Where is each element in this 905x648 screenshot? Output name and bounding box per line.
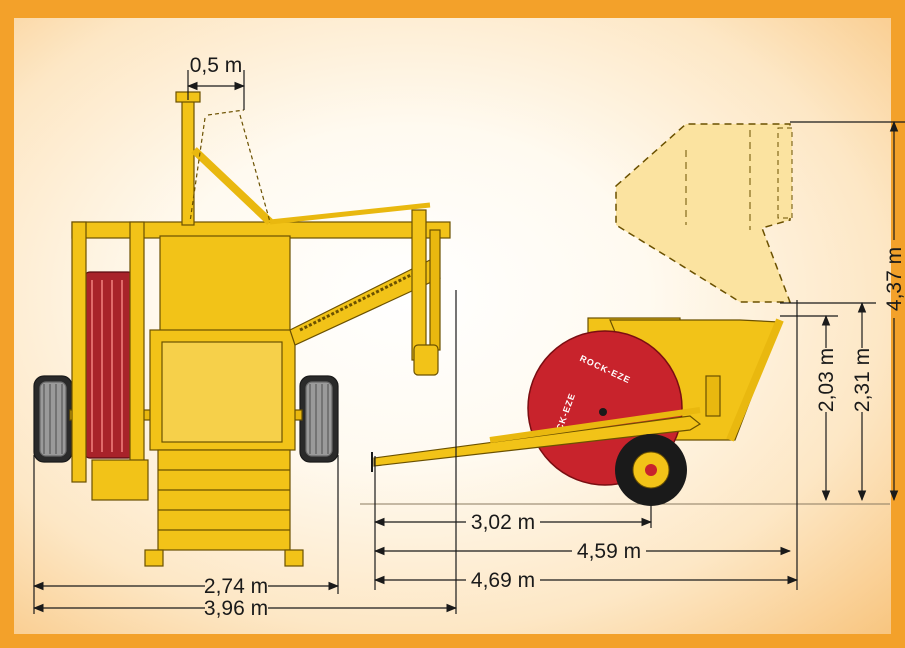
dim-raised-height: 4,37 m [883, 247, 905, 311]
dimension-labels: 0,5 m 2,74 m 3,96 m 3,02 m 4,59 m 4,69 m… [190, 54, 905, 620]
dim-axle-to-hitch: 3,02 m [471, 511, 535, 534]
dim-pivot-height: 2,31 m [851, 348, 874, 412]
side-wheel [615, 434, 687, 506]
dim-dump-height: 2,03 m [815, 348, 838, 412]
raised-hopper [615, 123, 792, 303]
left-wheel [33, 375, 73, 463]
right-wheel [299, 375, 339, 463]
front-drum [83, 271, 135, 459]
dim-hitch-offset: 0,5 m [190, 54, 243, 77]
dimension-lines [32, 70, 905, 614]
dim-length-raised: 4,59 m [577, 540, 641, 563]
dim-overall-width: 3,96 m [204, 597, 268, 620]
front-view [33, 91, 451, 567]
dim-overall-length: 4,69 m [471, 569, 535, 592]
dim-track-width: 2,74 m [204, 575, 268, 598]
